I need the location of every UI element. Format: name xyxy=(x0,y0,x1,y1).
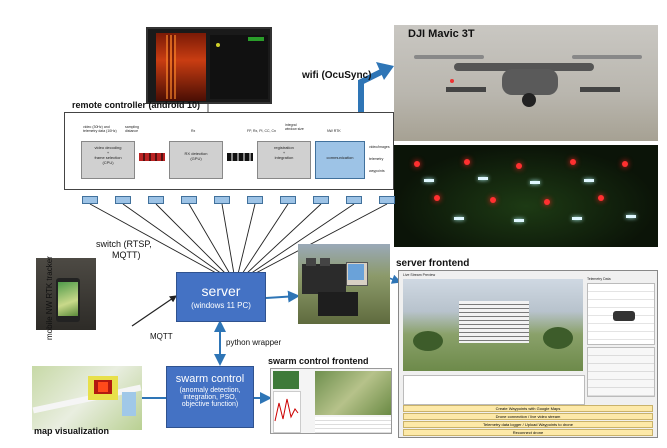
frontend-button-4[interactable]: Reconnect drone xyxy=(403,429,653,436)
port xyxy=(148,196,164,204)
telemetry-heading: Telemetry Data xyxy=(587,277,611,281)
thermal-frames-icon xyxy=(139,153,165,161)
port xyxy=(346,196,362,204)
server-frontend-window: Live Stream Preview Telemetry Data Creat… xyxy=(398,270,658,438)
port xyxy=(313,196,329,204)
swarm-control-title: swarm control xyxy=(175,373,245,385)
port xyxy=(280,196,296,204)
server-to-station-arrow xyxy=(265,290,300,303)
output-waypoints: waypoints xyxy=(369,169,385,173)
integral-annotation: integral xyxy=(285,123,297,127)
swarm-control-box: swarm control (anomaly detection, integr… xyxy=(166,366,254,428)
server-title: server xyxy=(201,283,241,299)
port xyxy=(214,196,230,204)
input-label-1: video (30Hz) and xyxy=(83,125,110,129)
switch-label-1: switch (RTSP, xyxy=(96,239,152,249)
video-decoding-block: video decoding + frame selection (CPU) xyxy=(81,141,135,179)
binary-frames-icon xyxy=(227,153,253,161)
port-to-server-lines xyxy=(89,203,388,275)
swarm-thermal-view xyxy=(273,371,299,389)
mqtt-label: MQTT xyxy=(150,332,173,341)
python-wrapper-label: python wrapper xyxy=(226,338,282,347)
port xyxy=(82,196,98,204)
drone-icon xyxy=(613,311,635,321)
communication-block: communication xyxy=(315,141,365,179)
port xyxy=(115,196,131,204)
input-label-2: telemetry data (10Hz) xyxy=(83,129,117,133)
window-annotation: window size xyxy=(285,127,304,131)
rx-detection-block: RX detection (GPU) xyxy=(169,141,223,179)
remote-controller-pipeline: video (30Hz) and telemetry data (10Hz) s… xyxy=(64,112,394,190)
telemetry-table xyxy=(587,283,655,345)
sampling-label-2: distance xyxy=(125,129,139,133)
server-frontend-title: server frontend xyxy=(396,258,470,269)
output-telemetry: telemetry xyxy=(369,157,384,161)
output-video: video/images xyxy=(369,145,390,149)
frontend-window-title: Live Stream Preview xyxy=(403,273,436,277)
swarm-table xyxy=(315,417,391,433)
port xyxy=(247,196,263,204)
wifi-label: wifi (OcuSync) xyxy=(302,70,372,81)
server-box: server (windows 11 PC) xyxy=(176,272,266,322)
drone-station-image xyxy=(298,244,390,324)
swarm-control-detail-1: (anomaly detection, xyxy=(179,387,241,394)
remote-controller-title: remote controller (android 10) xyxy=(72,100,201,110)
swarm-frontend-title: swarm control frontend xyxy=(268,356,369,366)
mobile-tracker-image xyxy=(36,258,96,330)
frontend-button-1[interactable]: Create Waypoints with Google Maps xyxy=(403,405,653,412)
nwrtk-annotation: NW RTK xyxy=(327,129,341,133)
remote-controller-screen-image xyxy=(146,27,272,104)
swarm-frontend-window xyxy=(270,368,392,434)
swarm-plot-line xyxy=(274,398,299,422)
registration-block: registration + integration xyxy=(257,141,311,179)
swarm-control-detail-3: objective function) xyxy=(181,401,239,408)
rx-annotation: Rx xyxy=(191,129,196,133)
swarm-plot-view xyxy=(273,391,301,433)
fp-annotation: FP, Rx, PI, CC, Cn xyxy=(247,129,276,133)
drone-title: DJI Mavic 3T xyxy=(408,28,475,40)
settings-panel xyxy=(587,347,655,397)
mobile-tracker-label: mobile NW RTK tracker xyxy=(45,256,54,340)
frontend-button-2[interactable]: Drone connection / live video stream xyxy=(403,413,653,420)
port xyxy=(181,196,197,204)
wifi-arrow xyxy=(358,69,383,114)
swarm-control-detail-2: integration, PSO, xyxy=(183,394,237,401)
map-visualization-image xyxy=(32,366,142,430)
port xyxy=(379,196,395,204)
live-stream-preview xyxy=(403,279,583,371)
mqtt-arrow xyxy=(131,295,177,327)
log-area xyxy=(403,375,585,405)
sampling-label-1: sampling xyxy=(125,125,140,129)
switch-label-2: MQTT) xyxy=(112,250,141,260)
server-subtitle: (windows 11 PC) xyxy=(191,301,251,310)
map-visualization-label: map visualization xyxy=(34,426,110,436)
drone-image xyxy=(394,25,658,141)
swarm-map-view xyxy=(315,371,391,415)
drone-swarm-night-image xyxy=(394,145,658,247)
frontend-button-3[interactable]: Telemetry data logger / Upload Waypoints… xyxy=(403,421,653,428)
